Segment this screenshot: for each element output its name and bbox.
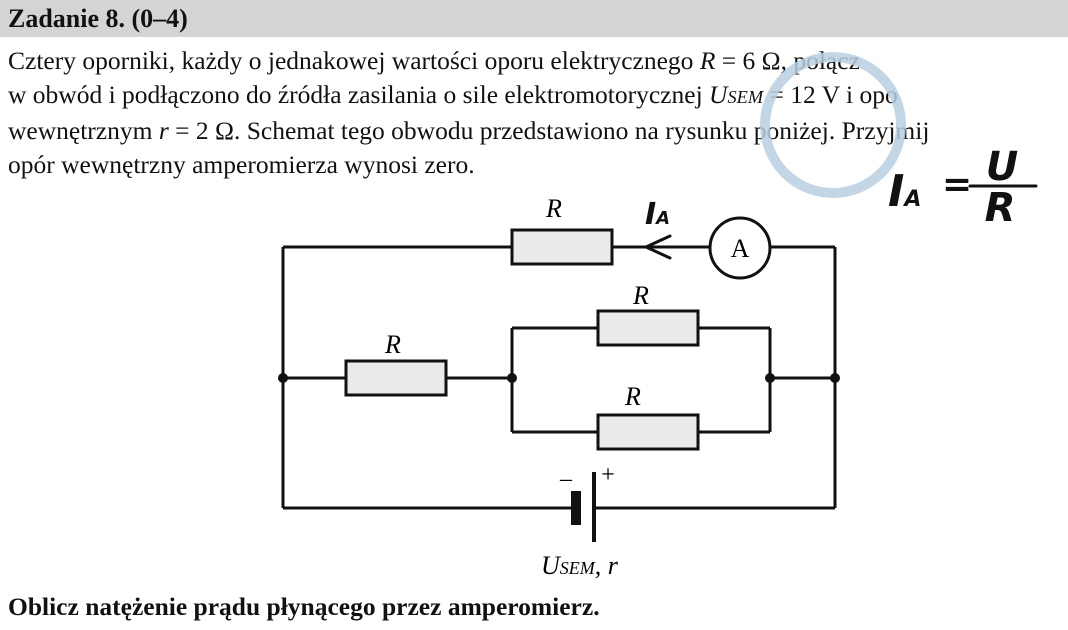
handwritten-current-label: IA [645, 197, 670, 232]
text-line-4: opór wewnętrzny amperomierza wynosi zero… [8, 150, 475, 179]
resistor-parallel-bottom [596, 413, 700, 451]
formula-lhs: IA [888, 166, 921, 217]
ammeter-label: A [731, 234, 750, 263]
ammeter-circle [708, 216, 772, 280]
battery-plus-sign: + [601, 462, 615, 488]
cursor-highlight-ring [760, 52, 906, 198]
handwritten-formula: IA = U R [888, 144, 1038, 231]
formula-denominator: R [985, 185, 1016, 231]
task-header-bar [0, 0, 1068, 37]
text-line-3: wewnętrznym r = 2 Ω. Schemat tego obwodu… [8, 116, 930, 145]
junction-dot-middle-left [507, 373, 517, 383]
resistor-top [510, 228, 614, 266]
source-label: USEM, r [541, 551, 619, 580]
text-line-2: w obwód i podłączono do źródła zasilania… [8, 80, 898, 109]
battery-negative-plate [571, 491, 581, 525]
resistor-top-label: R [545, 194, 562, 223]
junction-dot-right [830, 373, 840, 383]
task-question: Oblicz natężenie prądu płynącego przez a… [8, 592, 600, 621]
formula-numerator: U [986, 144, 1018, 190]
resistor-left [344, 359, 448, 397]
current-arrow-icon [642, 234, 672, 260]
task-title: Zadanie 8. (0–4) [8, 4, 188, 33]
handwritten-current-arrow: IA [642, 197, 672, 260]
resistor-left-label: R [384, 330, 401, 359]
junction-dot-middle-right [765, 373, 775, 383]
formula-equals: = [942, 164, 972, 205]
resistor-parallel-top [596, 309, 700, 347]
resistor-parallel-top-label: R [632, 281, 649, 310]
battery-minus-sign: – [559, 466, 573, 492]
junction-dot-left [278, 373, 288, 383]
resistor-parallel-bottom-label: R [624, 382, 641, 411]
